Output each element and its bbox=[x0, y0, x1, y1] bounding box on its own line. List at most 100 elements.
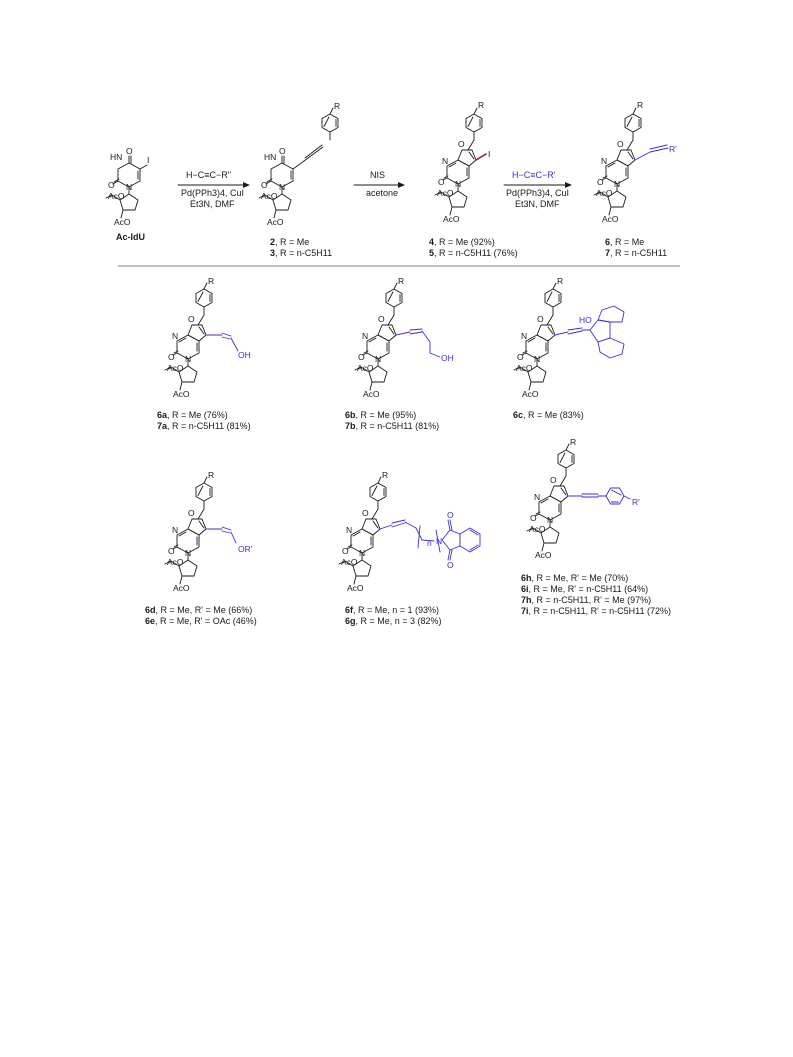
atom-label: AcO bbox=[173, 389, 190, 399]
atom-label: O bbox=[447, 560, 454, 570]
atom-label: O bbox=[126, 146, 133, 156]
atom-label: AcO bbox=[357, 363, 374, 373]
substituent-label: R bbox=[570, 437, 576, 447]
atom-label: AcO bbox=[108, 191, 125, 201]
atom-label: O bbox=[447, 510, 454, 520]
product-label-7a: 7a, R = n-C5H11 (81%) bbox=[157, 421, 251, 431]
substituent-label: R' bbox=[632, 497, 640, 507]
atom-label: AcO bbox=[261, 191, 278, 201]
conditions-step1a: Pd(PPh3)4, CuI bbox=[181, 188, 244, 198]
compound-label-7: 7, R = n-C5H11 bbox=[605, 248, 667, 258]
substituent-label: R bbox=[478, 100, 484, 110]
ac-idu-structure: HN O O N I AcO AcO Ac-IdU bbox=[105, 146, 149, 242]
atom-label: N bbox=[172, 525, 178, 535]
conditions-step3a: Pd(PPh3)4, CuI bbox=[506, 188, 569, 198]
atom-label: AcO bbox=[516, 363, 533, 373]
atom-label: O bbox=[597, 177, 604, 187]
atom-label: AcO bbox=[602, 214, 619, 224]
atom-label: OR' bbox=[238, 544, 253, 554]
reagent-step2: NIS bbox=[370, 170, 385, 180]
atom-label: N bbox=[346, 525, 352, 535]
atom-label: N bbox=[534, 492, 540, 502]
atom-label: O bbox=[188, 314, 195, 324]
atom-label: HO bbox=[579, 315, 592, 325]
product-6d-6e-structure: OR' R O N O N AcO AcO 6d, R = Me, R' = M… bbox=[145, 470, 257, 626]
atom-label: HN bbox=[110, 152, 122, 162]
atom-label: N bbox=[362, 331, 368, 341]
reaction-arrow-3: H−C≡C−R' Pd(PPh3)4, CuI Et3N, DMF bbox=[503, 170, 572, 209]
atom-label: O bbox=[188, 508, 195, 518]
conditions-step2: acetone bbox=[366, 188, 398, 198]
atom-label: O bbox=[168, 352, 175, 362]
atom-label: O bbox=[517, 352, 524, 362]
product-6a-7a-structure: OH R O N O N AcO AcO 6a, R = Me (76%) 7a… bbox=[157, 276, 251, 431]
atom-label: O bbox=[362, 508, 369, 518]
compound-label-ac-idu: Ac-IdU bbox=[116, 232, 145, 242]
substituent-label: R bbox=[557, 276, 563, 286]
atom-label: AcO bbox=[347, 583, 364, 593]
atom-label: N bbox=[534, 354, 540, 364]
atom-label: O bbox=[261, 180, 268, 190]
atom-label: O bbox=[530, 513, 537, 523]
reagent-step3: H−C≡C−R' bbox=[512, 170, 556, 180]
product-label-6a: 6a, R = Me (76%) bbox=[157, 410, 228, 420]
atom-label: AcO bbox=[167, 363, 184, 373]
atom-label: N bbox=[279, 182, 285, 192]
atom-label: AcO bbox=[167, 557, 184, 567]
atom-label: N bbox=[436, 536, 442, 546]
product-6c-structure: HO R O N O N AcO AcO 6c, R = Me (83%) bbox=[513, 276, 625, 420]
product-label-6g: 6g, R = Me, n = 3 (82%) bbox=[345, 616, 442, 626]
atom-label: AcO bbox=[341, 557, 358, 567]
compound-label-5: 5, R = n-C5H11 (76%) bbox=[429, 248, 518, 258]
product-label-6f: 6f, R = Me, n = 1 (93%) bbox=[345, 605, 439, 615]
substituent-label: R bbox=[334, 101, 340, 111]
atom-label: N bbox=[359, 548, 365, 558]
product-6f-6g-structure: n O O N R O N O N AcO AcO 6f, R = Me, n … bbox=[338, 470, 481, 626]
atom-label: N bbox=[521, 331, 527, 341]
atom-label: AcO bbox=[173, 583, 190, 593]
atom-label: O bbox=[358, 352, 365, 362]
atom-label: O bbox=[617, 139, 624, 149]
substituent-label: R bbox=[208, 470, 214, 480]
atom-label: N bbox=[442, 156, 448, 166]
atom-label: N bbox=[601, 156, 607, 166]
reaction-arrow-2: NIS acetone bbox=[353, 170, 405, 198]
reaction-arrow-1: H−C≡C−R" Pd(PPh3)4, CuI Et3N, DMF bbox=[177, 170, 250, 209]
atom-label: I bbox=[488, 149, 490, 159]
atom-label: N bbox=[455, 179, 461, 189]
atom-label: OH bbox=[238, 350, 251, 360]
atom-label: AcO bbox=[535, 550, 552, 560]
product-label-6e: 6e, R = Me, R' = OAc (46%) bbox=[145, 616, 257, 626]
atom-label: N bbox=[547, 515, 553, 525]
atom-label: O bbox=[550, 475, 557, 485]
atom-label: O bbox=[458, 139, 465, 149]
product-label-7b: 7b, R = n-C5H11 (81%) bbox=[345, 421, 439, 431]
substituent-label: R bbox=[208, 276, 214, 286]
atom-label: O bbox=[378, 314, 385, 324]
substituent-label: R bbox=[398, 276, 404, 286]
compound-label-4: 4, R = Me (92%) bbox=[429, 237, 495, 247]
atom-label: N bbox=[126, 182, 132, 192]
atom-label: O bbox=[168, 546, 175, 556]
product-label-6i: 6i, R = Me, R' = n-C5H11 (64%) bbox=[521, 584, 648, 594]
product-label-7h: 7h, R = n-C5H11, R' = Me (97%) bbox=[521, 595, 651, 605]
product-label-6c: 6c, R = Me (83%) bbox=[513, 410, 584, 420]
product-6h-7i-structure: R' R O N O N AcO AcO 6h, R = Me, R' = Me… bbox=[521, 437, 671, 616]
atom-label: AcO bbox=[363, 389, 380, 399]
atom-label: AcO bbox=[114, 217, 131, 227]
atom-label: O bbox=[108, 180, 115, 190]
atom-label: OH bbox=[441, 353, 454, 363]
compound-label-6: 6, R = Me bbox=[605, 237, 644, 247]
atom-label: AcO bbox=[522, 389, 539, 399]
atom-label: O bbox=[342, 546, 349, 556]
atom-label: AcO bbox=[437, 188, 454, 198]
atom-label: AcO bbox=[529, 524, 546, 534]
conditions-step1b: Et3N, DMF bbox=[190, 199, 235, 209]
atom-label: HN bbox=[264, 152, 276, 162]
product-label-7i: 7i, R = n-C5H11, R' = n-C5H11 (72%) bbox=[521, 606, 671, 616]
compound-2-3-structure: R HN O O N AcO AcO 2, R = Me 3, R = n-C5… bbox=[258, 101, 340, 258]
atom-label: I bbox=[147, 155, 149, 165]
atom-label: O bbox=[279, 146, 286, 156]
compound-6-7-structure: R R' O N O N AcO AcO 6, R = Me 7, R = n-… bbox=[593, 100, 677, 258]
atom-label: AcO bbox=[267, 217, 284, 227]
